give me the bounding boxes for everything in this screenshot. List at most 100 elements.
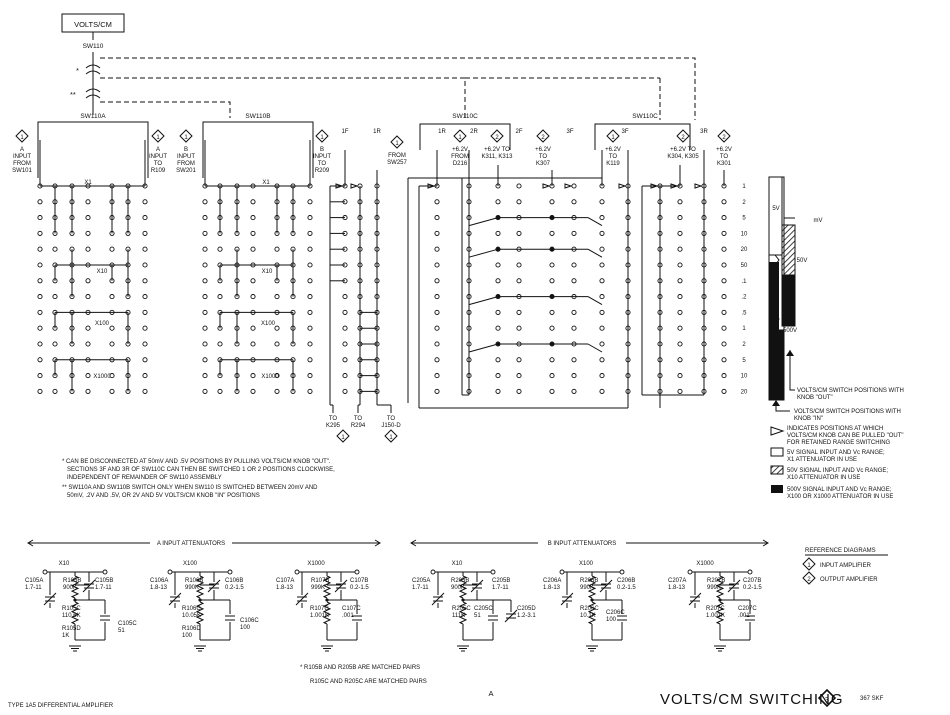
col-28-contact bbox=[721, 215, 727, 221]
col-10-contact bbox=[250, 325, 256, 331]
wiper-stroke bbox=[468, 248, 499, 258]
svg-text:3F: 3F bbox=[621, 129, 628, 135]
col-17-contact bbox=[434, 294, 440, 300]
svg-text:C206B: C206B bbox=[617, 578, 635, 584]
wafer-a-label: SW110A bbox=[80, 113, 106, 120]
svg-text:INDEPENDENT OF REMAINDER OF SW: INDEPENDENT OF REMAINDER OF SW110 ASSEMB… bbox=[67, 475, 222, 481]
position-label: 2 bbox=[742, 342, 746, 348]
attenuator-terminal bbox=[559, 569, 565, 575]
pull-arrow bbox=[335, 183, 344, 189]
pull-arrow bbox=[350, 183, 359, 189]
col-13-contact bbox=[307, 230, 313, 236]
resistor bbox=[322, 575, 332, 599]
svg-text:0.2-1.5: 0.2-1.5 bbox=[350, 585, 369, 591]
col-4-contact bbox=[109, 294, 115, 300]
col-26-contact bbox=[677, 341, 683, 347]
attenuator-terminal bbox=[354, 569, 360, 575]
svg-text:51: 51 bbox=[474, 613, 481, 619]
col-0-contact bbox=[37, 294, 43, 300]
input-b-to: 1 B INPUT TO R209 bbox=[313, 129, 331, 174]
col-28-contact bbox=[721, 357, 727, 363]
svg-text:2R: 2R bbox=[470, 129, 478, 135]
trim-arrow bbox=[82, 579, 96, 593]
svg-text:R105C: R105C bbox=[62, 606, 81, 612]
col-22-contact bbox=[571, 357, 577, 363]
col-4-contact bbox=[109, 373, 115, 379]
col-19-contact bbox=[495, 230, 501, 236]
svg-text:TO: TO bbox=[609, 154, 618, 160]
col-6-contact bbox=[142, 278, 148, 284]
col-10-contact bbox=[250, 278, 256, 284]
position-label: 20 bbox=[741, 247, 748, 253]
svg-text:990K: 990K bbox=[185, 585, 199, 591]
col-23-contact bbox=[599, 341, 605, 347]
svg-text:FROM: FROM bbox=[451, 154, 469, 160]
resistor bbox=[715, 575, 725, 599]
attenuator-terminal bbox=[490, 569, 496, 575]
col-17-contact bbox=[434, 215, 440, 221]
col-23-contact bbox=[599, 199, 605, 205]
attenuator-terminal bbox=[294, 569, 300, 575]
svg-text:B: B bbox=[184, 147, 188, 153]
svg-text:VOLTS/CM SWITCH POSITIONS WITH: VOLTS/CM SWITCH POSITIONS WITH bbox=[797, 388, 904, 394]
switch-contact-grid bbox=[37, 140, 727, 413]
svg-text:0.2-1.5: 0.2-1.5 bbox=[743, 585, 762, 591]
col-7-contact bbox=[202, 309, 208, 315]
col-28-contact bbox=[721, 246, 727, 252]
svg-text:1.8-13: 1.8-13 bbox=[150, 585, 168, 591]
col-23-contact bbox=[599, 309, 605, 315]
svg-text:C205C: C205C bbox=[474, 606, 493, 612]
position-label: 50 bbox=[741, 263, 748, 269]
svg-text:C105A: C105A bbox=[25, 578, 43, 584]
svg-text:** SW110A AND SW110B SWITCH ON: ** SW110A AND SW110B SWITCH ONLY WHEN SW… bbox=[62, 485, 318, 491]
col-19-contact bbox=[495, 278, 501, 284]
junction-dot bbox=[550, 294, 554, 299]
svg-text:* CAN BE DISCONNECTED AT 50mV: * CAN BE DISCONNECTED AT 50mV AND .5V PO… bbox=[62, 459, 331, 465]
resistor bbox=[458, 575, 468, 599]
col-13-contact bbox=[307, 215, 313, 221]
col-23-contact bbox=[599, 325, 605, 331]
col-6-contact bbox=[142, 294, 148, 300]
svg-text:1.7-11: 1.7-11 bbox=[412, 585, 429, 591]
col-26-contact bbox=[677, 278, 683, 284]
attenuator-terminal bbox=[42, 569, 48, 575]
svg-text:0.2-1.5: 0.2-1.5 bbox=[225, 585, 244, 591]
col-20-contact bbox=[516, 357, 522, 363]
svg-text:1: 1 bbox=[341, 435, 345, 441]
wiper-stroke bbox=[587, 296, 603, 306]
svg-text:X100 OR X1000 ATTENUATOR IN US: X100 OR X1000 ATTENUATOR IN USE bbox=[787, 494, 893, 500]
resistor bbox=[70, 575, 80, 599]
svg-text:R106B: R106B bbox=[185, 578, 203, 584]
svg-text:INPUT: INPUT bbox=[313, 154, 331, 160]
svg-text:1: 1 bbox=[389, 435, 393, 441]
svg-text:J150-D: J150-D bbox=[381, 423, 401, 429]
junction-dot bbox=[550, 247, 554, 251]
svg-text:2: 2 bbox=[722, 135, 726, 141]
section-b-header: B INPUT ATTENUATORS bbox=[410, 539, 769, 547]
svg-text:A: A bbox=[156, 147, 160, 153]
resistor bbox=[195, 601, 205, 625]
wiper-stroke bbox=[468, 296, 499, 306]
svg-text:* R105B AND R205B ARE MATCHED: * R105B AND R205B ARE MATCHED PAIRS bbox=[300, 665, 420, 671]
col-3-contact bbox=[85, 230, 91, 236]
svg-text:.001: .001 bbox=[342, 613, 354, 619]
svg-text:500V SIGNAL INPUT AND Vc RANGE: 500V SIGNAL INPUT AND Vc RANGE; bbox=[787, 487, 892, 493]
svg-text:X10: X10 bbox=[97, 269, 108, 275]
col-22-contact bbox=[571, 309, 577, 315]
col-28-contact bbox=[721, 294, 727, 300]
position-label: 10 bbox=[741, 231, 748, 237]
col-6-contact bbox=[142, 230, 148, 236]
col-19-contact bbox=[495, 199, 501, 205]
position-label: .1 bbox=[741, 279, 747, 285]
svg-text:2: 2 bbox=[807, 577, 811, 583]
col-11-contact bbox=[274, 373, 280, 379]
attenuator-terminal bbox=[430, 569, 436, 575]
trim-arrow bbox=[431, 592, 445, 606]
pull-arrow bbox=[650, 183, 659, 189]
junction-dot bbox=[550, 215, 554, 220]
svg-text:C205A: C205A bbox=[412, 578, 430, 584]
svg-text:INPUT AMPLIFIER: INPUT AMPLIFIER bbox=[820, 563, 872, 569]
position-label: .2 bbox=[741, 295, 747, 301]
col-0-contact bbox=[37, 262, 43, 268]
svg-text:1: 1 bbox=[458, 135, 462, 141]
